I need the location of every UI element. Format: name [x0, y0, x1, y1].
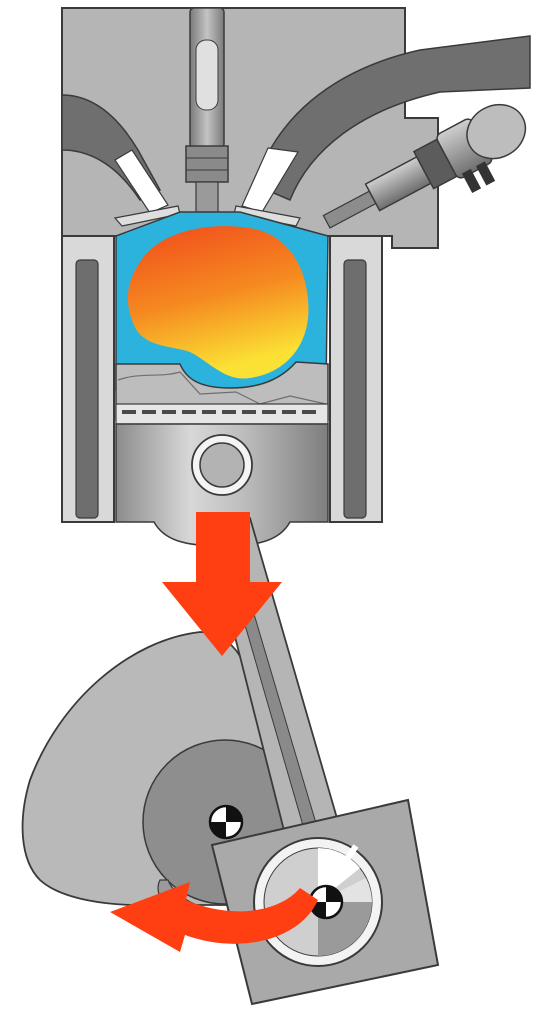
crank-center-marker	[210, 806, 242, 838]
piston-pin	[192, 435, 252, 495]
